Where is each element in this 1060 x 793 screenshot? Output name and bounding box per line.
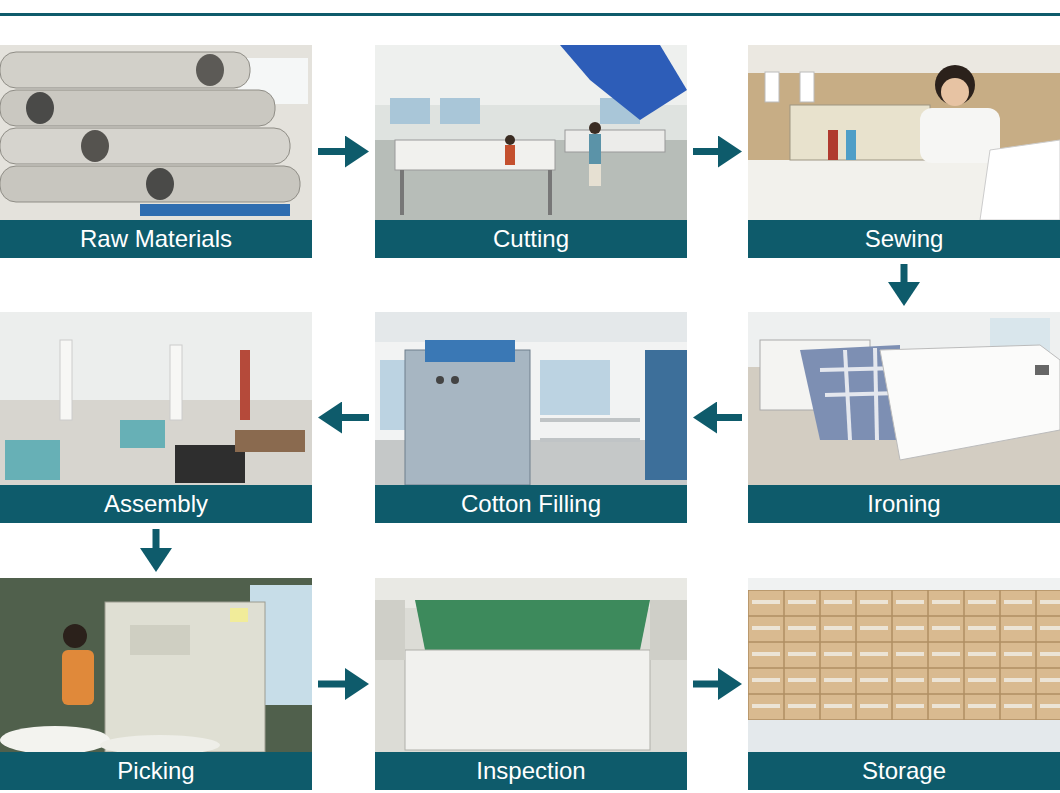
process-step: Ironing (748, 312, 1060, 523)
step-label: Sewing (865, 225, 944, 253)
step-label: Cutting (493, 225, 569, 253)
flow-arrow (153, 529, 160, 560)
step-label: Raw Materials (80, 225, 232, 253)
process-step: Picking (0, 578, 312, 790)
step-label: Storage (862, 757, 946, 785)
storage-photo (748, 578, 1060, 753)
flow-arrow (330, 414, 369, 421)
process-step: Raw Materials (0, 45, 312, 258)
process-step: Cutting (375, 45, 687, 258)
caption-bar: Inspection (375, 752, 687, 790)
caption-bar: Assembly (0, 485, 312, 523)
caption-bar: Storage (748, 752, 1060, 790)
process-step: Storage (748, 578, 1060, 790)
flow-arrow (693, 681, 730, 688)
step-label: Assembly (104, 490, 208, 518)
flow-arrow (705, 414, 742, 421)
ironing-photo (748, 312, 1060, 487)
cutting-photo (375, 45, 687, 220)
step-label: Cotton Filling (461, 490, 601, 518)
flow-arrow (693, 148, 730, 155)
step-label: Inspection (476, 757, 585, 785)
inspection-photo (375, 578, 687, 753)
cotton-filling-photo (375, 312, 687, 487)
caption-bar: Sewing (748, 220, 1060, 258)
raw-materials-photo (0, 45, 312, 220)
step-label: Picking (117, 757, 194, 785)
top-rule (0, 13, 1060, 16)
caption-bar: Ironing (748, 485, 1060, 523)
process-step: Sewing (748, 45, 1060, 258)
process-step: Cotton Filling (375, 312, 687, 523)
process-step: Assembly (0, 312, 312, 523)
sewing-photo (748, 45, 1060, 220)
caption-bar: Cutting (375, 220, 687, 258)
caption-bar: Picking (0, 752, 312, 790)
step-label: Ironing (867, 490, 940, 518)
assembly-photo (0, 312, 312, 487)
flow-arrow (318, 148, 357, 155)
flow-arrow (318, 681, 357, 688)
picking-photo (0, 578, 312, 755)
caption-bar: Raw Materials (0, 220, 312, 258)
flow-arrow (901, 264, 908, 294)
caption-bar: Cotton Filling (375, 485, 687, 523)
process-step: Inspection (375, 578, 687, 790)
